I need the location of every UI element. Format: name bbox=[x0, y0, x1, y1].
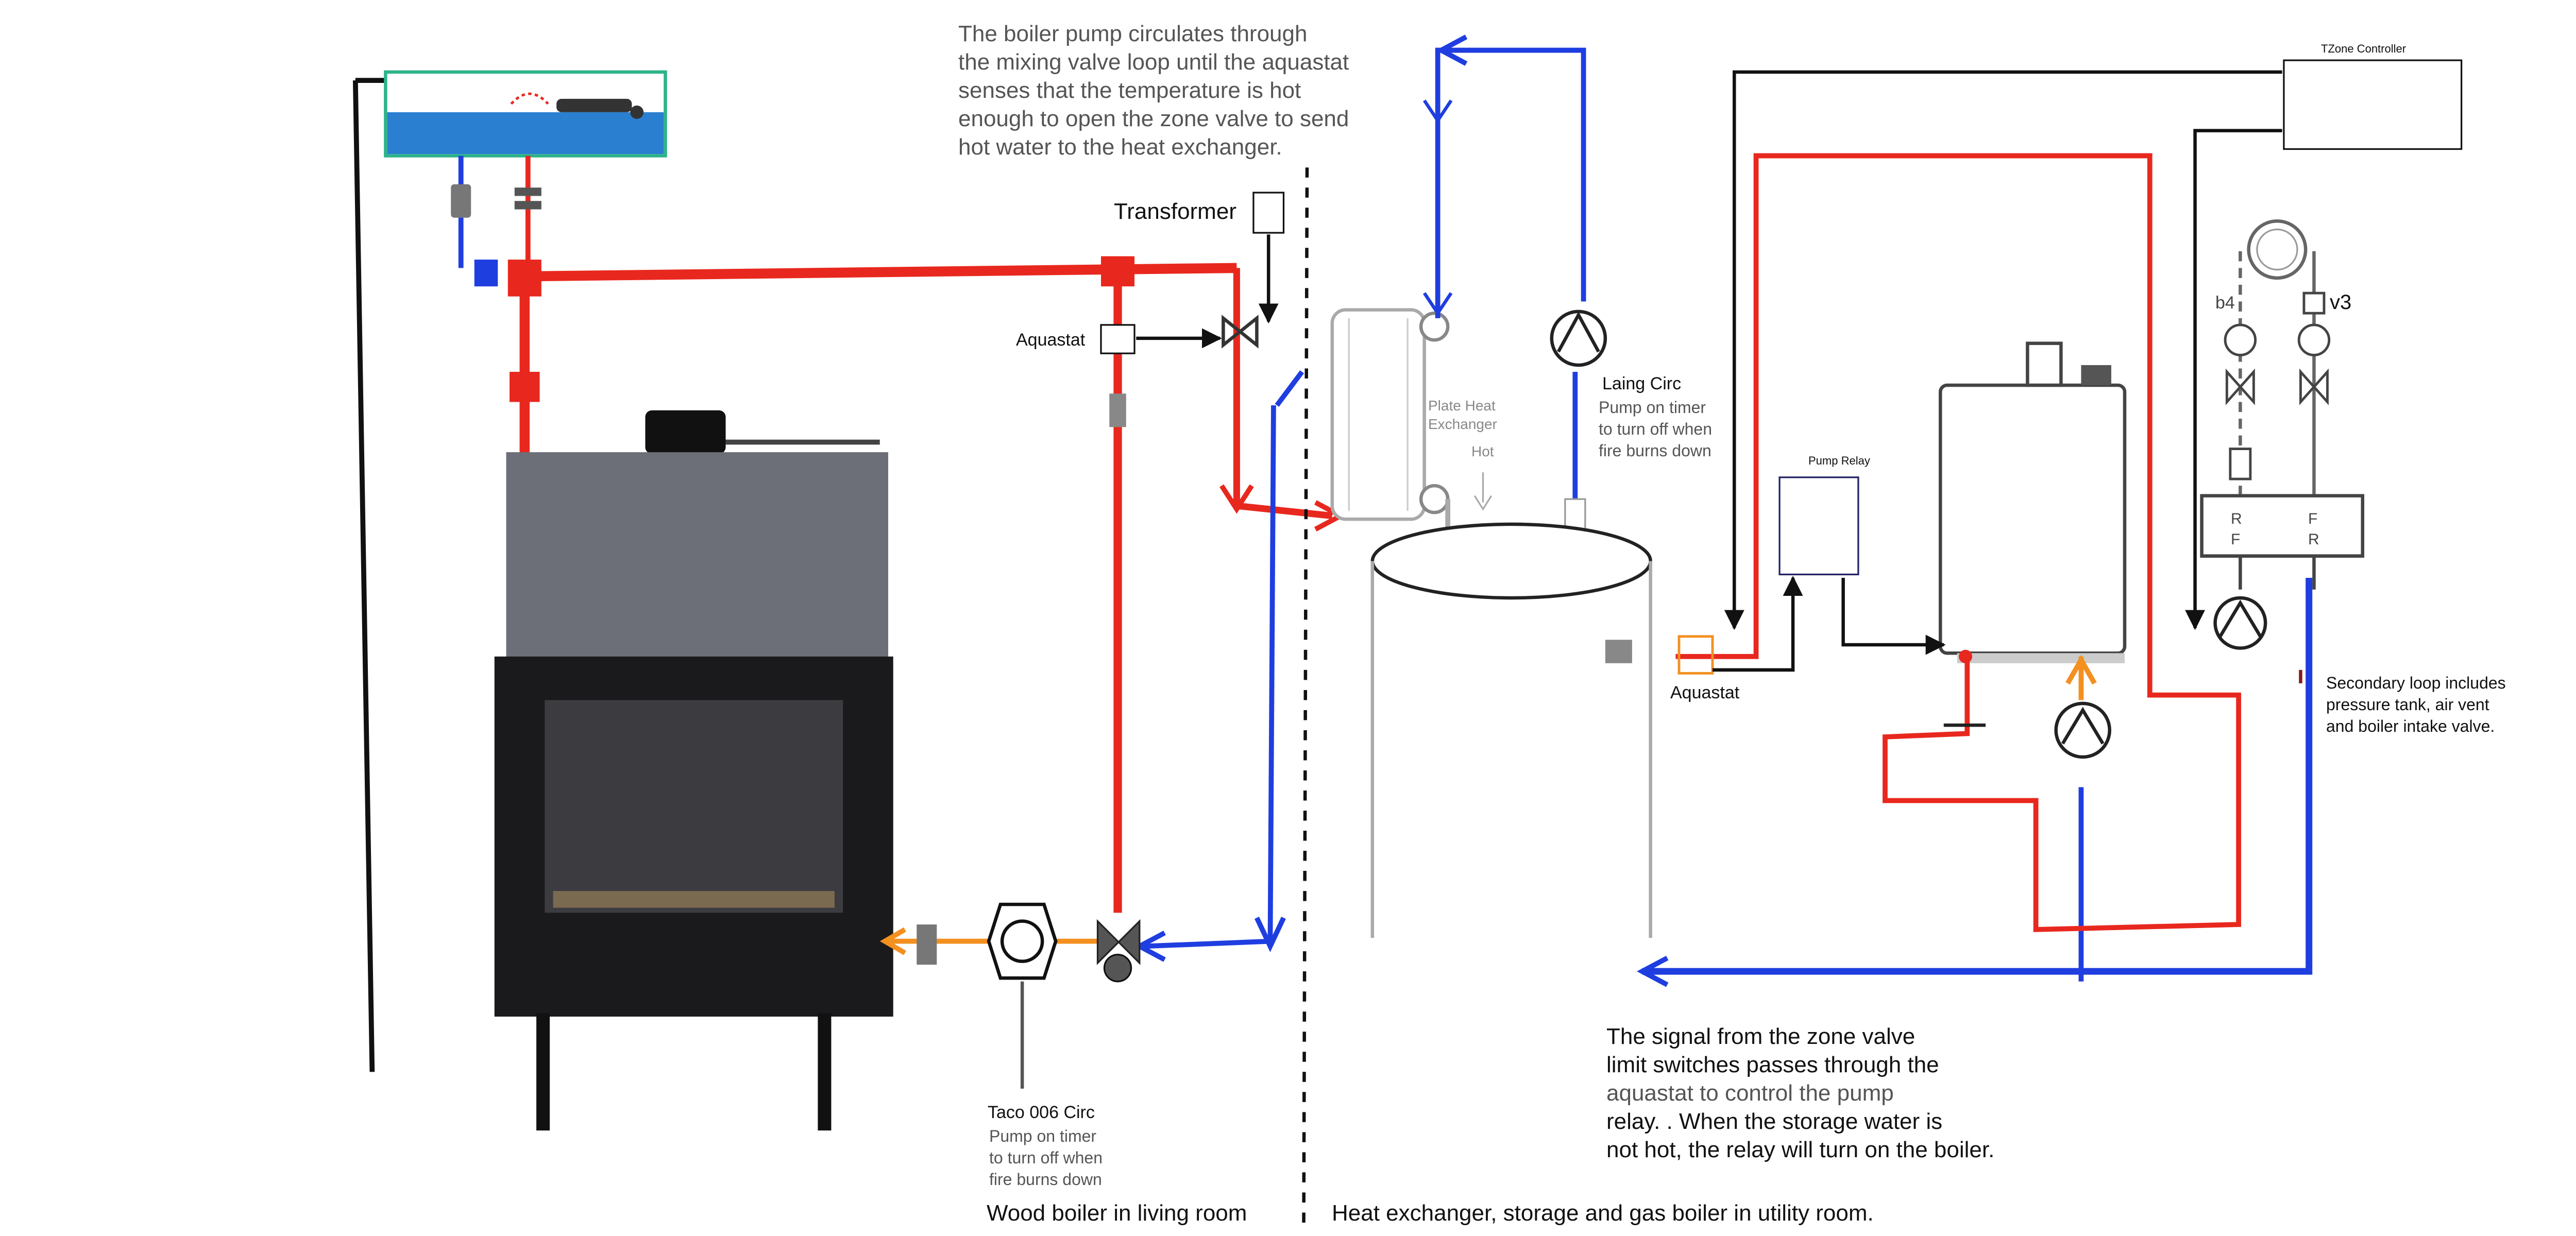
manifold-r-right: R bbox=[2308, 531, 2319, 548]
aquastat-box-left bbox=[1100, 324, 1136, 354]
boiler-pump-note-line: senses that the temperature is hot bbox=[958, 78, 1301, 103]
manifold-f-left: F bbox=[2231, 531, 2241, 548]
wood-stove bbox=[494, 410, 893, 1131]
secondary-loop-note-line: Secondary loop includes bbox=[2326, 674, 2506, 692]
manifold-b4-label: b4 bbox=[2215, 293, 2235, 313]
taco-circulator-assembly bbox=[879, 902, 1141, 1089]
taco-circ-description: Pump on timer to turn off when fire burn… bbox=[989, 1125, 1103, 1190]
tank-return-pipe bbox=[1637, 577, 2313, 987]
manifold-v3-label: v3 bbox=[2330, 291, 2352, 314]
boiler-pump bbox=[2054, 655, 2111, 759]
boiler-pump-note-line: hot water to the heat exchanger. bbox=[958, 134, 1282, 160]
secondary-loop-note-line: pressure tank, air vent bbox=[2326, 695, 2489, 714]
left-wall-line bbox=[352, 80, 375, 1072]
zone-signal-note: The signal from the zone valve limit swi… bbox=[1606, 1022, 1994, 1164]
manifold-f-right: F bbox=[2308, 510, 2318, 527]
pump-relay-box bbox=[1778, 476, 1859, 576]
taco-circ-title: Taco 006 Circ bbox=[988, 1103, 1095, 1122]
hot-supply-pipe bbox=[474, 256, 1346, 913]
expansion-tank bbox=[384, 70, 667, 158]
pump-relay-label: Pump Relay bbox=[1808, 454, 1870, 467]
control-wiring bbox=[1136, 70, 2282, 672]
plate-heat-exchanger-label: Plate Heat Exchanger bbox=[1428, 397, 1497, 434]
boiler-hot-loop bbox=[1675, 153, 2241, 932]
boiler-pump-note-line: enough to open the zone valve to send bbox=[958, 106, 1349, 131]
boiler-pump-note-line: the mixing valve loop until the aquastat bbox=[958, 49, 1349, 75]
transformer-label: Transformer bbox=[1114, 199, 1236, 224]
aquastat-label-right: Aquastat bbox=[1670, 683, 1740, 702]
transformer-box bbox=[1252, 192, 1285, 234]
cold-return-pipe bbox=[1134, 370, 1304, 962]
caption-utility-room: Heat exchanger, storage and gas boiler i… bbox=[1332, 1200, 1874, 1226]
laing-circ-title: Laing Circ bbox=[1602, 374, 1682, 393]
plate-heat-exchanger-line: Plate Heat bbox=[1428, 398, 1496, 414]
laing-circ-description-line: fire burns down bbox=[1599, 441, 1711, 460]
zone-signal-note-line: relay. . When the storage water is bbox=[1606, 1109, 1943, 1134]
tank-valves bbox=[451, 156, 541, 268]
taco-circ-description-line: fire burns down bbox=[989, 1170, 1102, 1189]
taco-circ-description-line: to turn off when bbox=[989, 1148, 1103, 1167]
tzone-controller-box bbox=[2283, 59, 2463, 150]
component-boxes bbox=[1100, 59, 2463, 576]
taco-circ-description-line: Pump on timer bbox=[989, 1127, 1097, 1145]
secondary-loop-note-line: and boiler intake valve. bbox=[2326, 717, 2495, 735]
secondary-loop-note: Secondary loop includes pressure tank, a… bbox=[2326, 672, 2506, 737]
storage-tank bbox=[1370, 522, 1652, 938]
zone-signal-note-line: not hot, the relay will turn on the boil… bbox=[1606, 1137, 1995, 1162]
aquastat-label-left: Aquastat bbox=[1016, 330, 1086, 350]
laing-circ-description: Pump on timer to turn off when fire burn… bbox=[1599, 397, 1712, 461]
manifold-r-left: R bbox=[2231, 510, 2242, 527]
zone-signal-note-line: aquastat to control the pump bbox=[1606, 1080, 1894, 1106]
zone-valve bbox=[1222, 315, 1259, 349]
caption-living-room: Wood boiler in living room bbox=[987, 1200, 1247, 1226]
tzone-controller-label: TZone Controller bbox=[2321, 42, 2406, 55]
boiler-pump-note: The boiler pump circulates through the m… bbox=[958, 20, 1349, 161]
zone-signal-note-line: limit switches passes through the bbox=[1606, 1052, 1939, 1077]
laing-circ-description-line: to turn off when bbox=[1599, 420, 1712, 438]
plate-heat-exchanger-line: Exchanger bbox=[1428, 416, 1497, 432]
gas-boiler bbox=[1939, 341, 2127, 663]
laing-loop bbox=[1422, 35, 1607, 544]
room-divider bbox=[1302, 167, 1309, 1231]
zone-signal-note-line: The signal from the zone valve bbox=[1606, 1024, 1916, 1049]
laing-circ-description-line: Pump on timer bbox=[1599, 398, 1706, 417]
plate-heat-exchanger bbox=[1330, 308, 1493, 570]
boiler-pump-note-line: The boiler pump circulates through bbox=[958, 21, 1308, 46]
secondary-manifold bbox=[2200, 219, 2365, 683]
hot-label: Hot bbox=[1471, 443, 1494, 459]
